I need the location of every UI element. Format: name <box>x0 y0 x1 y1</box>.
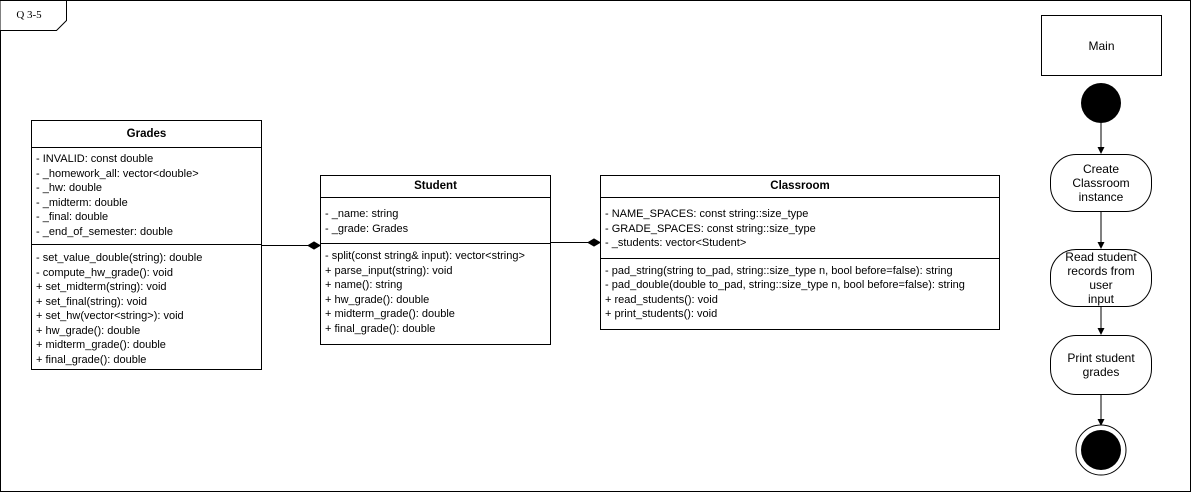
activity-text-line: Create <box>1082 162 1119 176</box>
class-classroom-attributes: - NAME_SPACES: const string::size_type -… <box>601 198 999 258</box>
class-grades-method: + set_midterm(string): void <box>36 281 167 293</box>
class-grades-method: - set_value_double(string): double <box>36 252 203 264</box>
class-student-method: + name(): string <box>325 279 403 291</box>
class-student-method: + final_grade(): double <box>325 322 436 335</box>
class-grades-method: - compute_hw_grade(): void <box>36 266 173 279</box>
class-grades-method: + set_hw(vector<string>): void <box>36 310 184 322</box>
frame-tab <box>0 0 67 31</box>
class-grades-attribute: - _final: double <box>36 211 109 223</box>
flow-arrow-2 <box>1097 328 1105 335</box>
class-grades[interactable]: Grades - INVALID: const double - _homewo… <box>31 120 262 370</box>
flow-arrow-3 <box>1097 419 1105 426</box>
class-grades-title: Grades <box>32 121 261 148</box>
class-student-attribute: - _grade: Grades <box>325 222 409 235</box>
class-grades-attribute: - _end_of_semester: double <box>36 225 173 238</box>
main-box[interactable]: Main <box>1041 15 1162 76</box>
activity-read-students[interactable]: Read student records from user input <box>1050 249 1152 307</box>
class-grades-attribute: - _hw: double <box>36 182 103 194</box>
class-student[interactable]: Student - _name: string - _grade: Grades… <box>320 175 551 345</box>
class-grades-attribute: - _midterm: double <box>36 196 128 209</box>
class-classroom-method: - pad_double(double to_pad, string::size… <box>605 279 965 291</box>
class-grades-attribute: - INVALID: const double <box>36 153 154 165</box>
class-grades-method: + final_grade(): double <box>36 353 147 366</box>
activity-text-line: records from user <box>1067 264 1135 292</box>
class-grades-method: + hw_grade(): double <box>36 324 141 337</box>
flow-arrow-1 <box>1097 242 1105 249</box>
activity-text-line: instance <box>1078 190 1124 204</box>
class-classroom-method: - pad_string(string to_pad, string::size… <box>605 264 953 277</box>
activity-text-line: input <box>1087 292 1115 306</box>
class-grades-methods: - set_value_double(string): double - com… <box>32 244 261 371</box>
final-node <box>1081 430 1121 470</box>
class-classroom-attribute: - GRADE_SPACES: const string::size_type <box>605 222 816 235</box>
class-student-attributes: - _name: string - _grade: Grades <box>321 198 550 243</box>
grades-student-composition-diamond <box>307 241 321 250</box>
student-classroom-composition-diamond <box>587 238 601 247</box>
class-grades-method: + set_final(string): void <box>36 295 147 308</box>
activity-text-line: Read student <box>1065 250 1137 264</box>
activity-text-line: grades <box>1082 365 1120 379</box>
class-student-method: + parse_input(string): void <box>325 264 453 277</box>
class-classroom-method: + print_students(): void <box>605 308 718 320</box>
class-classroom-attribute: - _students: vector<Student> <box>605 237 747 249</box>
activity-print-grades[interactable]: Print student grades <box>1050 335 1152 395</box>
activity-text-line: Classroom <box>1072 176 1130 190</box>
flow-arrow-start <box>1097 147 1105 154</box>
class-student-method: + hw_grade(): double <box>325 293 430 306</box>
class-classroom-methods: - pad_string(string to_pad, string::size… <box>601 257 999 326</box>
activity-text-line: Print student <box>1067 351 1135 365</box>
class-classroom-title: Classroom <box>601 176 999 198</box>
initial-node <box>1081 83 1121 123</box>
class-classroom-attribute: - NAME_SPACES: const string::size_type <box>605 208 809 220</box>
main-label: Main <box>1088 38 1115 53</box>
class-student-method: + midterm_grade(): double <box>325 308 455 320</box>
frame-label: Q 3-5 <box>16 9 42 21</box>
class-student-method: - split(const string& input): vector<str… <box>325 250 525 262</box>
class-grades-attributes: - INVALID: const double - _homework_all:… <box>32 148 261 244</box>
class-student-title: Student <box>321 176 550 198</box>
class-grades-method: + midterm_grade(): double <box>36 339 166 351</box>
class-classroom-method: + read_students(): void <box>605 293 718 306</box>
activity-create-classroom[interactable]: Create Classroom instance <box>1050 154 1152 212</box>
class-classroom[interactable]: Classroom - NAME_SPACES: const string::s… <box>600 175 1000 330</box>
class-student-attribute: - _name: string <box>325 208 399 220</box>
class-grades-attribute: - _homework_all: vector<double> <box>36 167 199 180</box>
class-student-methods: - split(const string& input): vector<str… <box>321 243 550 340</box>
